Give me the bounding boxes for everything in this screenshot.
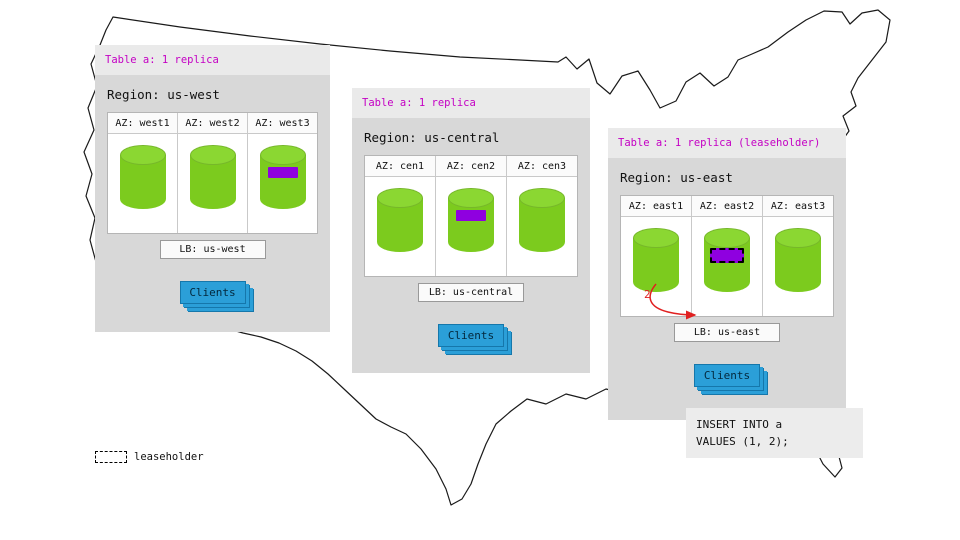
- region-label: Region: us-central: [364, 130, 500, 145]
- database-cylinder-icon: [119, 145, 166, 209]
- replica-chip: [267, 167, 298, 178]
- az-column-east1: AZ: east1: [621, 196, 692, 316]
- leaseholder-swatch-icon: [95, 451, 127, 463]
- region-panel-us-west: Table a: 1 replica Region: us-west AZ: w…: [95, 45, 330, 332]
- database-cylinder-icon: [259, 145, 306, 209]
- az-label: AZ: east2: [692, 196, 762, 217]
- az-label: AZ: east1: [621, 196, 691, 217]
- az-label: AZ: west1: [108, 113, 177, 134]
- legend: leaseholder: [95, 451, 204, 463]
- table-replica-label: Table a: 1 replica: [352, 88, 590, 118]
- load-balancer: LB: us-east: [674, 323, 780, 342]
- database-cylinder-icon: [189, 145, 236, 209]
- region-label: Region: us-west: [107, 87, 220, 102]
- az-group: AZ: east1 AZ: east2 AZ: east3: [620, 195, 834, 317]
- table-replica-label: Table a: 1 replica: [95, 45, 330, 75]
- region-panel-us-east: Table a: 1 replica (leaseholder) Region:…: [608, 128, 846, 420]
- az-label: AZ: east3: [763, 196, 833, 217]
- az-label: AZ: cen2: [436, 156, 506, 177]
- az-label: AZ: west3: [248, 113, 317, 134]
- region-body: Region: us-central AZ: cen1 AZ: cen2 AZ:…: [352, 118, 590, 373]
- clients-node: Clients: [179, 281, 246, 304]
- sql-statement: INSERT INTO a VALUES (1, 2);: [686, 408, 863, 459]
- database-cylinder-icon: [633, 228, 679, 292]
- sql-line-2: VALUES (1, 2);: [696, 435, 789, 449]
- az-column-west3: AZ: west3: [248, 113, 317, 233]
- region-label: Region: us-east: [620, 170, 733, 185]
- database-cylinder-icon: [775, 228, 821, 292]
- region-body: Region: us-west AZ: west1 AZ: west2 AZ: …: [95, 75, 330, 332]
- database-cylinder-icon: [377, 188, 423, 252]
- sql-line-1: INSERT INTO a: [696, 418, 783, 431]
- load-balancer: LB: us-west: [159, 240, 266, 259]
- clients-node: Clients: [694, 364, 760, 387]
- region-body: Region: us-east AZ: east1 AZ: east2 AZ: …: [608, 158, 846, 420]
- clients-node: Clients: [438, 324, 504, 347]
- az-label: AZ: cen1: [365, 156, 435, 177]
- az-column-west1: AZ: west1: [108, 113, 178, 233]
- az-column-east2: AZ: east2: [692, 196, 763, 316]
- az-group: AZ: cen1 AZ: cen2 AZ: cen3: [364, 155, 578, 277]
- az-column-west2: AZ: west2: [178, 113, 248, 233]
- az-column-cen1: AZ: cen1: [365, 156, 436, 276]
- az-column-cen3: AZ: cen3: [507, 156, 577, 276]
- database-cylinder-icon: [448, 188, 494, 252]
- az-column-cen2: AZ: cen2: [436, 156, 507, 276]
- az-label: AZ: cen3: [507, 156, 577, 177]
- database-cylinder-icon: [704, 228, 750, 292]
- load-balancer: LB: us-central: [418, 283, 524, 302]
- leaseholder-replica-chip: [710, 248, 744, 263]
- step-number: 2: [644, 288, 651, 301]
- replica-chip: [456, 210, 486, 221]
- database-cylinder-icon: [519, 188, 565, 252]
- az-group: AZ: west1 AZ: west2 AZ: west3: [107, 112, 318, 234]
- az-label: AZ: west2: [178, 113, 247, 134]
- legend-label: leaseholder: [134, 451, 204, 463]
- region-panel-us-central: Table a: 1 replica Region: us-central AZ…: [352, 88, 590, 373]
- table-replica-label: Table a: 1 replica (leaseholder): [608, 128, 846, 158]
- az-column-east3: AZ: east3: [763, 196, 833, 316]
